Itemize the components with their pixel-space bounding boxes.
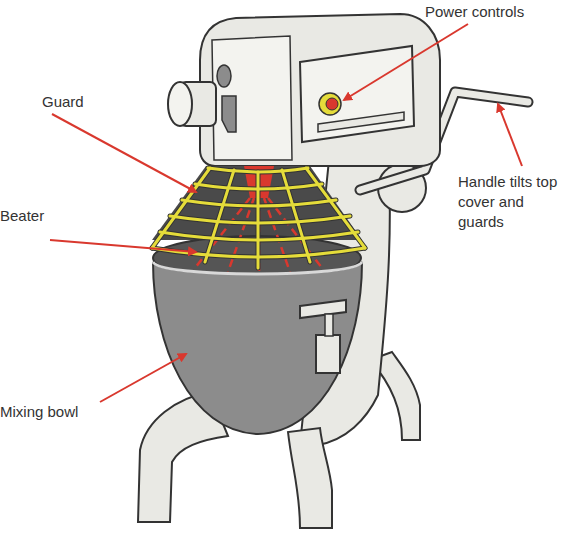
control-panel — [300, 46, 414, 142]
leader-lines — [50, 24, 522, 402]
part-label: Mixing bowl — [0, 402, 110, 422]
part-label: Power controls — [425, 2, 575, 22]
button-ring — [319, 93, 341, 115]
beater-wire — [228, 198, 254, 272]
part-label: Handle tilts top cover and guards — [458, 172, 558, 232]
mixer-head — [200, 14, 440, 166]
guard-rib — [205, 170, 234, 262]
part-label: Guard — [42, 92, 112, 112]
mixing-bowl — [153, 262, 362, 434]
guard-rib — [306, 168, 365, 248]
leader-arrow — [50, 240, 196, 252]
hub-slot — [222, 96, 236, 132]
guard-rib — [257, 172, 260, 268]
hub-face — [168, 82, 192, 126]
bowl-clamp — [316, 335, 340, 373]
guard-rib — [282, 170, 310, 262]
speed-lever — [217, 65, 231, 87]
front-leg — [288, 428, 332, 528]
guard-rib — [152, 168, 210, 248]
leader-arrow — [344, 24, 468, 100]
guard-wire — [170, 216, 350, 223]
leader-arrow — [498, 104, 522, 166]
leader-arrow — [100, 354, 186, 402]
guard-rib — [205, 170, 234, 262]
guard-rib — [256, 172, 261, 268]
guard-rib — [282, 170, 310, 262]
clamp-stem — [325, 314, 333, 336]
leader-arrow — [52, 114, 196, 192]
head-front — [212, 36, 292, 160]
clamp-lever — [300, 300, 346, 318]
guard — [152, 168, 365, 268]
power-button — [326, 98, 338, 110]
guard-outline — [152, 168, 365, 268]
part-label: Beater — [0, 206, 80, 226]
